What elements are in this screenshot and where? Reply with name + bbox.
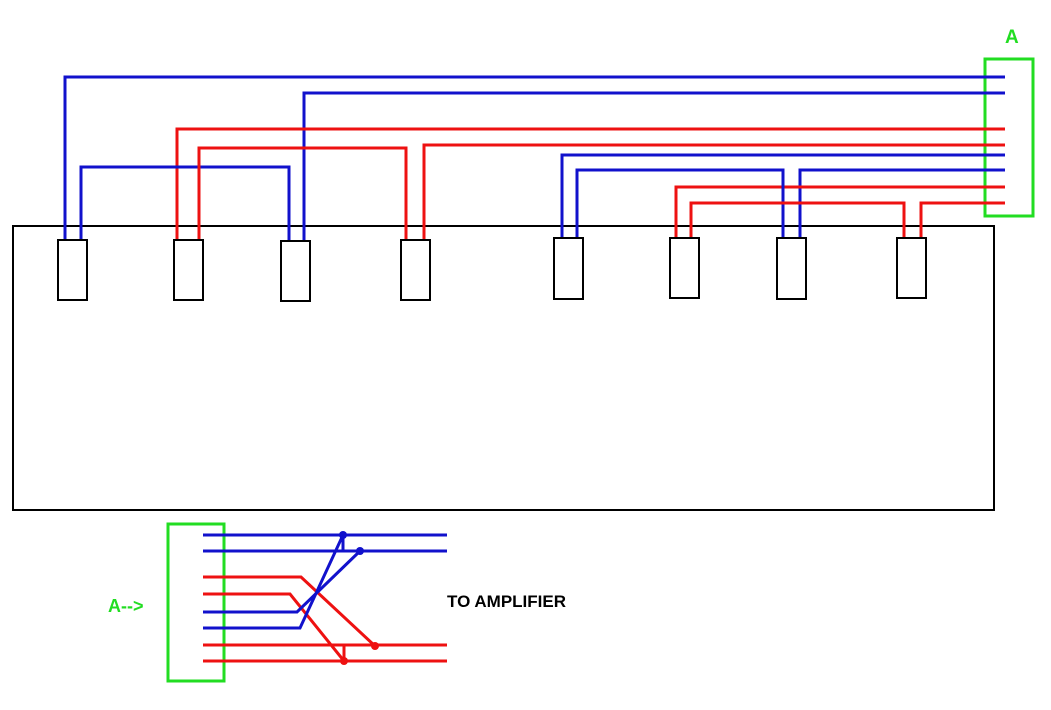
speaker-terminal-1	[57, 239, 88, 301]
speaker-terminal-5	[553, 237, 584, 300]
speaker-terminal-2	[173, 239, 204, 301]
wire-6	[798, 168, 1005, 244]
speaker-terminal-4	[400, 239, 431, 301]
junction-dot-2	[356, 547, 364, 555]
speaker-terminals	[57, 237, 927, 302]
wire-1	[63, 75, 1005, 244]
speaker-terminal-3	[280, 240, 311, 302]
junction-dot-3	[371, 642, 379, 650]
wire-5	[560, 153, 1005, 244]
junction-dot-4	[340, 657, 348, 665]
speaker-terminal-8	[896, 237, 927, 299]
connector-a-bottom-box	[166, 522, 226, 683]
wire-10	[197, 146, 408, 244]
connector-a-label: A	[1005, 27, 1019, 48]
speaker-terminal-6	[669, 237, 700, 299]
wire-12	[689, 201, 906, 244]
wire-7	[674, 185, 1005, 244]
bottom-crossover-wires	[203, 531, 447, 665]
wire-9	[79, 165, 291, 244]
wire-4	[422, 143, 1005, 244]
connector-a-bottom-label: A-->	[108, 596, 144, 616]
wire-11	[575, 168, 785, 244]
crossover-wire-5	[203, 549, 362, 614]
connector-a-box	[983, 57, 1035, 218]
crossover-wire-6	[203, 534, 345, 630]
crossover-wire-4	[203, 592, 346, 662]
wire-3	[175, 127, 1005, 244]
wire-2	[302, 91, 1005, 244]
speaker-cabinet	[12, 225, 995, 511]
speaker-terminal-7	[776, 237, 807, 300]
crossover-wire-3	[203, 575, 377, 648]
wires	[63, 75, 1005, 244]
junction-dot-1	[339, 531, 347, 539]
wire-8	[919, 201, 1005, 244]
to-amplifier-label: TO AMPLIFIER	[447, 592, 566, 611]
